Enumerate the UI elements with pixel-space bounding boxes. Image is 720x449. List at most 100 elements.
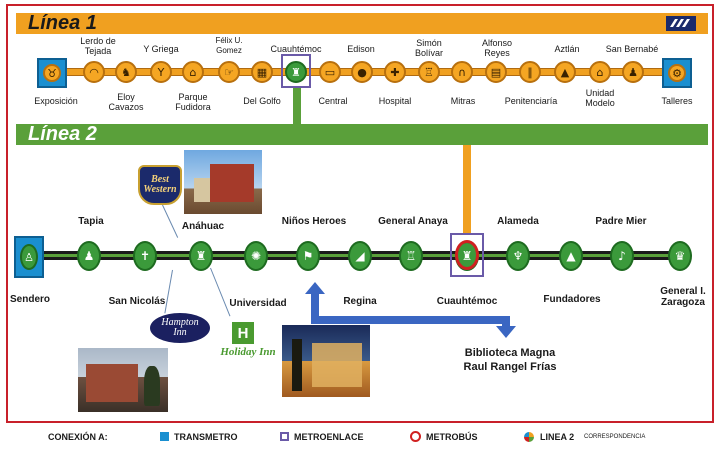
helmet-icon: ♖ bbox=[424, 65, 434, 79]
hampton-inn-text: Hampton Inn bbox=[161, 317, 199, 338]
y-junction-icon: Y bbox=[157, 65, 165, 79]
destination-label: Biblioteca Magna Raul Rangel Frías bbox=[463, 347, 557, 373]
station-label: San Nicolás bbox=[108, 296, 166, 307]
station-label: Hospital bbox=[378, 96, 412, 106]
arrow-up-icon bbox=[305, 282, 325, 294]
station-mitras-marker[interactable]: ∩ bbox=[451, 61, 473, 83]
station-label: San Bernabé bbox=[605, 44, 659, 54]
station-anahuac-marker[interactable]: ♜ bbox=[189, 241, 213, 271]
station-exposicion-marker[interactable]: ♉ bbox=[37, 58, 67, 88]
station-sendero-marker[interactable]: ♙ bbox=[14, 236, 44, 278]
station-label: Eloy Cavazos bbox=[108, 92, 144, 112]
holiday-inn-h-icon: H bbox=[232, 322, 254, 344]
station-label: Central bbox=[318, 96, 348, 106]
walker-icon: ♙ bbox=[24, 250, 34, 264]
station-label: Tapia bbox=[78, 216, 104, 227]
metrobus-circle-icon bbox=[410, 431, 421, 442]
best-western-text: Best Western bbox=[143, 174, 177, 195]
legend-metroenlace: METROENLACE bbox=[294, 432, 364, 442]
line1-header: Línea 1 bbox=[16, 13, 708, 34]
station-penitenciaria-marker[interactable]: ∥ bbox=[519, 61, 541, 83]
station-label: Parque Fudidora bbox=[175, 92, 211, 112]
station-label: Talleres bbox=[661, 96, 693, 106]
station-modelo-marker[interactable]: ⌂ bbox=[589, 61, 611, 83]
station-generalanaya-marker[interactable]: ♖ bbox=[399, 241, 423, 271]
station-label: Sendero bbox=[9, 294, 51, 305]
station-label: Alfonso Reyes bbox=[481, 38, 513, 58]
station-talleres-marker[interactable]: ⚙ bbox=[662, 58, 692, 88]
station-aztlan-marker[interactable]: ▲ bbox=[554, 61, 576, 83]
holiday-inn-logo: H Holiday Inn bbox=[220, 322, 276, 362]
station-label: Simón Bolívar bbox=[414, 38, 443, 58]
best-western-logo: Best Western bbox=[138, 165, 182, 205]
best-western-photo bbox=[184, 150, 262, 214]
station-eloy-marker[interactable]: ♞ bbox=[115, 61, 137, 83]
building-icon: ▦ bbox=[256, 65, 268, 79]
station-label: Aztlán bbox=[554, 44, 580, 54]
flag-icon: ⚑ bbox=[302, 249, 314, 263]
tower-icon: ♜ bbox=[195, 249, 207, 263]
hospital-icon: ✚ bbox=[390, 65, 400, 79]
station-lerdo-marker[interactable]: ◠ bbox=[83, 61, 105, 83]
station-label: Exposición bbox=[34, 96, 78, 106]
fountain-icon: ♆ bbox=[512, 249, 524, 263]
station-ninosheroes-marker[interactable]: ⚑ bbox=[296, 241, 320, 271]
arrow-shaft bbox=[311, 290, 319, 320]
station-label: Edison bbox=[347, 44, 375, 54]
station-cuauhtemoc-l1-marker[interactable]: ♜ bbox=[285, 61, 307, 83]
station-universidad-marker[interactable]: ✺ bbox=[244, 241, 268, 271]
legend: CONEXIÓN A: TRANSMETRO METROENLACE METRO… bbox=[0, 428, 720, 448]
legend-metrobus: METROBÚS bbox=[426, 432, 478, 442]
workshop-icon: ⚙ bbox=[672, 66, 682, 80]
station-bernabe-marker[interactable]: ♟ bbox=[622, 61, 644, 83]
person-icon: ♟ bbox=[83, 249, 95, 263]
station-hospital-marker[interactable]: ✚ bbox=[384, 61, 406, 83]
station-alameda-marker[interactable]: ♆ bbox=[506, 241, 530, 271]
station-label: General I. Zaragoza bbox=[660, 286, 706, 308]
station-label: Alameda bbox=[497, 216, 539, 227]
station-label: Fundadores bbox=[543, 294, 601, 305]
station-label: Cuauhtémoc bbox=[436, 296, 498, 307]
linea2-pin-icon bbox=[524, 432, 534, 442]
line2-header: Línea 2 bbox=[16, 124, 708, 145]
house-icon: ⌂ bbox=[596, 65, 604, 79]
station-padremier-marker[interactable]: ♪ bbox=[610, 241, 634, 271]
station-edison-marker[interactable]: ● bbox=[351, 61, 373, 83]
factory-icon: ⌂ bbox=[189, 65, 197, 79]
station-label: Anáhuac bbox=[181, 221, 225, 232]
station-label: Mitras bbox=[450, 96, 476, 106]
hand-pointing-icon: ☞ bbox=[224, 65, 234, 79]
station-zaragoza-marker[interactable]: ♛ bbox=[668, 241, 692, 271]
station-label: Regina bbox=[343, 296, 377, 307]
map-frame bbox=[6, 4, 714, 423]
station-ygriega-marker[interactable]: Y bbox=[150, 61, 172, 83]
station-delgolfo-marker[interactable]: ▦ bbox=[251, 61, 273, 83]
station-fundidora-marker[interactable]: ⌂ bbox=[182, 61, 204, 83]
legend-correspondencia: CORRESPONDENCIA bbox=[584, 434, 646, 440]
station-central-marker[interactable]: ▭ bbox=[319, 61, 341, 83]
station-tapia-marker[interactable]: ♟ bbox=[77, 241, 101, 271]
holiday-inn-text: Holiday Inn bbox=[220, 346, 276, 358]
hampton-inn-logo: Hampton Inn bbox=[150, 313, 210, 343]
bullfighter-icon: ♞ bbox=[121, 65, 131, 79]
station-label: Niños Heroes bbox=[281, 216, 347, 227]
station-sannicolas-marker[interactable]: ✝ bbox=[133, 241, 157, 271]
harp-icon: ♪ bbox=[618, 249, 626, 263]
book-icon: ▤ bbox=[490, 65, 502, 79]
plaza-icon: ♛ bbox=[674, 249, 686, 263]
line2-title: Línea 2 bbox=[28, 123, 97, 145]
pyramid-icon: ▲ bbox=[560, 65, 570, 79]
station-reyes-marker[interactable]: ▤ bbox=[485, 61, 507, 83]
line1-title: Línea 1 bbox=[28, 12, 97, 34]
transmetro-square-icon bbox=[160, 432, 169, 441]
metroenlace-marker bbox=[281, 54, 311, 88]
station-regina-marker[interactable]: ◢ bbox=[348, 241, 372, 271]
station-bolivar-marker[interactable]: ♖ bbox=[418, 61, 440, 83]
station-label: Cuauhtémoc bbox=[270, 44, 322, 54]
metroenlace-marker bbox=[450, 233, 484, 277]
bulb-icon: ● bbox=[357, 65, 367, 79]
station-label: General Anaya bbox=[378, 216, 448, 227]
station-felix-marker[interactable]: ☞ bbox=[218, 61, 240, 83]
bus-icon: ▭ bbox=[324, 65, 336, 79]
station-fundadores-marker[interactable]: ▲ bbox=[559, 241, 583, 271]
